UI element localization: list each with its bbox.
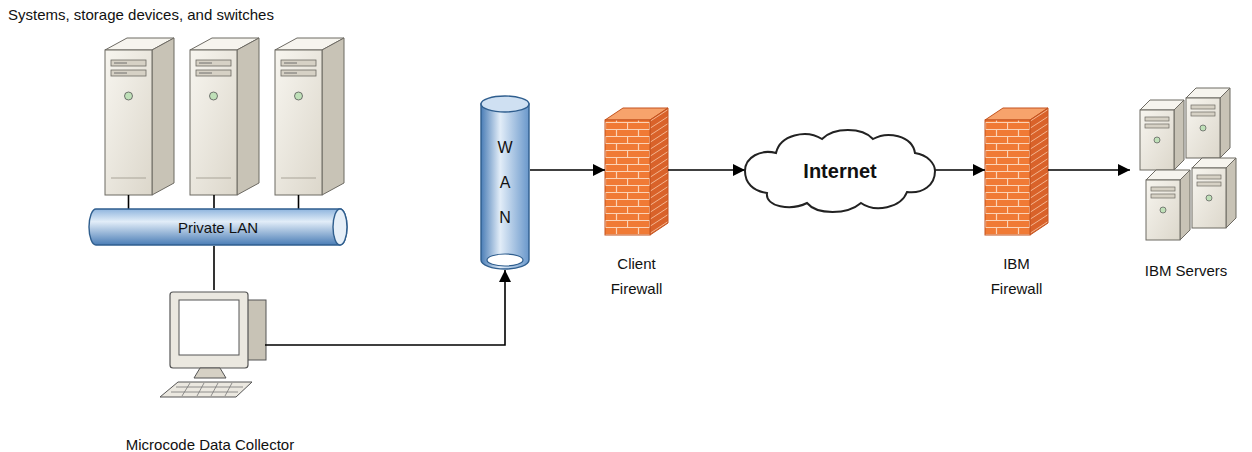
data-collector: Microcode Data Collector <box>155 290 265 398</box>
connector <box>213 246 215 290</box>
connector <box>265 270 505 345</box>
wan-cylinder: W A N <box>480 95 530 270</box>
icon-label: Client Firewall <box>611 251 663 301</box>
client-firewall: Client Firewall <box>605 108 668 235</box>
ibm-firewall: IBM Firewall <box>985 108 1048 235</box>
icon-label: Systems, storage devices, and switches <box>8 6 274 23</box>
lan-drop-lines <box>129 195 299 209</box>
connector <box>213 195 215 208</box>
lan-band: Private LAN <box>88 208 348 246</box>
ibm-servers: IBM Servers <box>1130 88 1242 248</box>
connector <box>530 169 605 171</box>
node-text: W A N <box>497 130 513 235</box>
internet-cloud: Internet <box>745 128 935 214</box>
connector <box>1048 169 1130 171</box>
icon-label: IBM Servers <box>1145 258 1228 283</box>
icon-label: IBM Firewall <box>991 251 1043 301</box>
connector <box>935 169 985 171</box>
server-group: Systems, storage devices, and switches <box>105 38 347 195</box>
node-text: Private LAN <box>178 219 258 236</box>
node-text: Internet <box>803 160 876 183</box>
icon-label: Microcode Data Collector <box>126 432 294 452</box>
firewall-icons <box>605 108 1048 235</box>
computer-icon <box>160 292 266 397</box>
server-towers <box>105 38 344 195</box>
ibm-server-icons <box>1140 88 1236 240</box>
connector <box>668 169 745 171</box>
